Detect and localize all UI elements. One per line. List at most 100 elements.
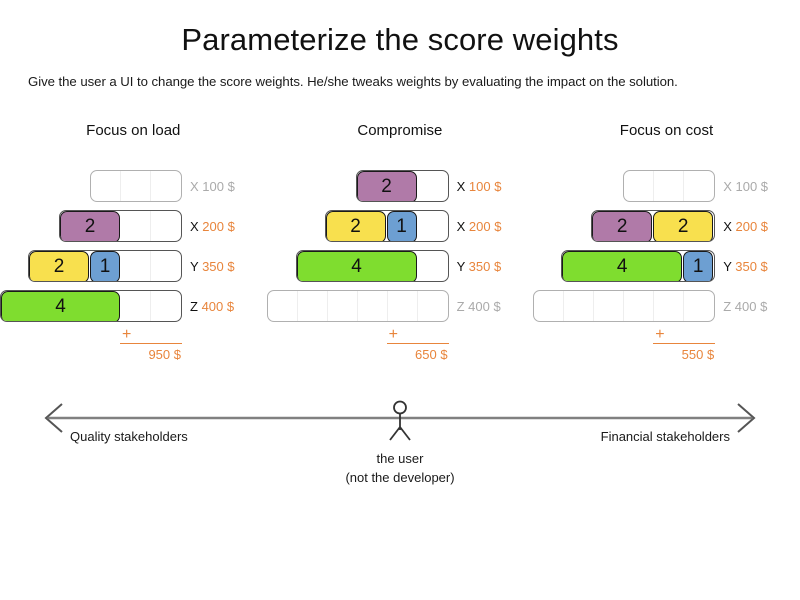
empty-cells[interactable] — [418, 171, 448, 201]
row-label: X 200 $ — [190, 219, 235, 234]
empty-cell[interactable] — [121, 171, 151, 201]
empty-cell[interactable] — [654, 171, 685, 201]
sum-wrap: +550 $ — [533, 327, 716, 362]
row-amount: 200 $ — [202, 218, 235, 234]
sum-divider — [120, 343, 182, 344]
weight-track-wrap — [533, 170, 716, 202]
empty-cell[interactable] — [418, 211, 448, 241]
row-label: Y 350 $ — [190, 259, 235, 274]
axis-label-financial-stakeholders: Financial stakeholders — [600, 429, 730, 444]
row-letter: Z — [723, 298, 732, 314]
sum-total: 550 $ — [681, 347, 715, 362]
empty-cell[interactable] — [388, 291, 418, 321]
weight-track[interactable] — [266, 290, 449, 322]
weight-track-wrap: 2 — [267, 170, 449, 202]
empty-cell[interactable] — [151, 171, 181, 201]
empty-cell[interactable] — [624, 291, 655, 321]
weight-track-wrap: 2 — [0, 210, 182, 242]
weight-track[interactable] — [533, 290, 716, 322]
sum-divider — [386, 343, 449, 344]
sum-wrap: +950 $ — [0, 326, 182, 362]
weight-segment[interactable]: 2 — [60, 211, 120, 241]
empty-cell[interactable] — [684, 291, 714, 321]
row-label: Z 400 $ — [190, 299, 234, 314]
weight-track[interactable] — [623, 170, 716, 202]
axis-arrowhead-left-icon — [44, 403, 63, 433]
weight-track-wrap: 4 — [0, 290, 182, 322]
weight-segment[interactable]: 2 — [356, 171, 417, 201]
weight-row: Z 400 $ — [266, 286, 534, 326]
weight-segment[interactable]: 2 — [325, 211, 386, 241]
empty-cell[interactable] — [534, 291, 565, 321]
row-amount: 350 $ — [468, 258, 502, 274]
axis-label-quality-stakeholders: Quality stakeholders — [70, 429, 188, 444]
empty-cell[interactable] — [654, 291, 685, 321]
weight-segment[interactable]: 4 — [562, 251, 683, 281]
empty-cell[interactable] — [151, 291, 181, 321]
empty-cells[interactable] — [121, 251, 181, 281]
empty-cells[interactable] — [624, 171, 714, 201]
empty-cell[interactable] — [91, 171, 121, 201]
row-amount: 400 $ — [734, 298, 768, 314]
empty-cell[interactable] — [298, 291, 328, 321]
row-amount: 200 $ — [735, 218, 769, 234]
empty-cell[interactable] — [358, 291, 388, 321]
weight-segment[interactable]: 4 — [1, 291, 120, 321]
scenario-title: Focus on load — [86, 122, 181, 139]
weight-track[interactable]: 4 — [0, 290, 182, 322]
empty-cell[interactable] — [418, 171, 448, 201]
empty-cell[interactable] — [418, 251, 448, 281]
empty-cell[interactable] — [121, 211, 151, 241]
empty-cell[interactable] — [418, 291, 448, 321]
sum-plus-sign: + — [122, 326, 132, 343]
row-letter: Z — [190, 298, 198, 314]
empty-cells[interactable] — [534, 291, 714, 321]
weight-track[interactable]: 4 — [295, 250, 449, 282]
weight-segment[interactable]: 2 — [592, 211, 653, 241]
empty-cell[interactable] — [151, 211, 181, 241]
empty-cell[interactable] — [684, 171, 714, 201]
scenario-title: Compromise — [357, 122, 443, 139]
weight-row: 4 Z 400 $ — [0, 286, 267, 326]
spectrum-axis-svg — [44, 400, 756, 441]
weight-segment[interactable]: 2 — [653, 211, 714, 241]
empty-cell[interactable] — [624, 171, 655, 201]
weight-track[interactable]: 2 — [355, 170, 449, 202]
empty-cell[interactable] — [268, 291, 298, 321]
empty-cell[interactable] — [564, 291, 595, 321]
row-label: X 100 $ — [457, 179, 502, 194]
weight-segment[interactable]: 2 — [29, 251, 89, 281]
row-amount: 100 $ — [202, 178, 235, 194]
weight-segment[interactable]: 1 — [683, 251, 714, 281]
empty-cell[interactable] — [328, 291, 358, 321]
empty-cells[interactable] — [121, 291, 181, 321]
sum-box: +950 $ — [120, 326, 182, 362]
empty-cells[interactable] — [418, 211, 448, 241]
row-letter: X — [190, 178, 199, 194]
row-amount: 200 $ — [468, 218, 502, 234]
weight-segment[interactable]: 1 — [90, 251, 120, 281]
weight-track[interactable] — [90, 170, 182, 202]
empty-cell[interactable] — [594, 291, 625, 321]
empty-cell[interactable] — [121, 291, 151, 321]
row-amount: 350 $ — [735, 258, 768, 274]
weight-segment[interactable]: 4 — [296, 251, 417, 281]
row-letter: X — [723, 218, 732, 234]
empty-cells[interactable] — [268, 291, 448, 321]
empty-cells[interactable] — [418, 251, 448, 281]
empty-cell[interactable] — [121, 251, 151, 281]
user-caption: the user (not the developer) — [0, 449, 800, 487]
weight-track[interactable]: 2 — [59, 210, 182, 242]
weight-segment[interactable]: 1 — [386, 211, 417, 241]
empty-cells[interactable] — [91, 171, 181, 201]
empty-cell[interactable] — [151, 251, 181, 281]
empty-cells[interactable] — [121, 211, 181, 241]
